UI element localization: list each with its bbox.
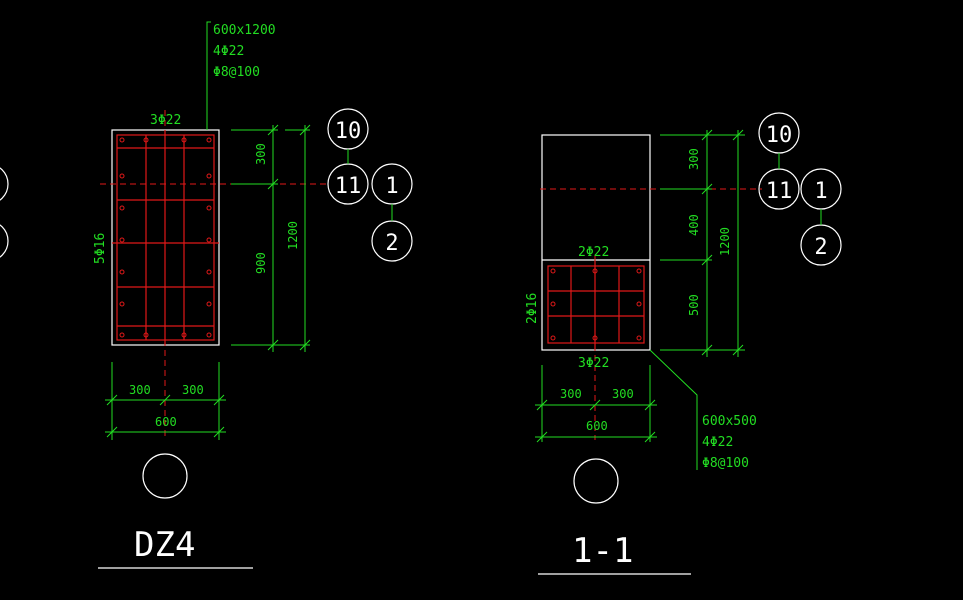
dim-top: 300 (687, 148, 701, 170)
side-bars-label: 2Φ16 (525, 293, 540, 324)
dim-width: 600 (155, 415, 177, 429)
top-bars-label: 2Φ22 (578, 245, 609, 260)
detail-title: 1-1 (572, 531, 633, 571)
left-detail: 600x1200 4Φ22 Φ8@100 3Φ22 5Φ16 300 900 1… (0, 21, 413, 569)
right-detail: 2Φ22 3Φ22 2Φ16 600x500 4Φ22 Φ8@100 300 4… (525, 112, 842, 575)
bottom-bars-label: 3Φ22 (578, 356, 609, 371)
main-bars-label: 4Φ22 (702, 435, 733, 450)
stirrups-label: Φ8@100 (702, 456, 749, 471)
axis-11: 11 (335, 174, 362, 199)
section-label: 600x1200 (213, 23, 276, 38)
axis-2: 2 (385, 231, 398, 256)
axis-bubbles (327, 108, 413, 262)
axis-2: 2 (814, 235, 827, 260)
detail-title: DZ4 (134, 525, 195, 565)
vertical-dimensions (660, 129, 745, 357)
axis-bubbles (758, 112, 842, 266)
rebar-dots (119, 137, 212, 338)
section-label: 600x500 (702, 414, 757, 429)
pile-circle (142, 453, 188, 499)
dim-total: 1200 (718, 227, 732, 256)
pile-circle (573, 458, 619, 504)
axis-11: 11 (766, 179, 793, 204)
section-leader (649, 349, 698, 470)
dim-bottom: 900 (254, 252, 268, 274)
main-bars-label: 4Φ22 (213, 44, 244, 59)
dim-top: 300 (254, 143, 268, 165)
horizontal-dimensions (535, 365, 657, 443)
side-bars-label: 5Φ16 (93, 233, 108, 264)
dim-bottom: 500 (687, 294, 701, 316)
column-outline (541, 134, 651, 351)
top-bars-label: 3Φ22 (150, 113, 181, 128)
vertical-dimensions (231, 124, 311, 352)
dim-total: 1200 (286, 221, 300, 250)
dim-width: 600 (586, 419, 608, 433)
partial-axis-bubble (0, 224, 9, 258)
horizontal-dimensions (105, 362, 226, 440)
axis-10: 10 (335, 119, 362, 144)
rebar-horizontals (548, 290, 644, 317)
axis-1: 1 (814, 179, 827, 204)
dim-right: 300 (612, 387, 634, 401)
section-leader (206, 21, 211, 130)
axis-10: 10 (766, 123, 793, 148)
dim-mid: 400 (687, 214, 701, 236)
dim-left: 300 (129, 383, 151, 397)
rebar-cage (547, 265, 645, 344)
stirrups-label: Φ8@100 (213, 65, 260, 80)
partial-axis-bubble (0, 167, 9, 201)
dim-right: 300 (182, 383, 204, 397)
rebar-dots (550, 268, 642, 341)
dim-left: 300 (560, 387, 582, 401)
axis-1: 1 (385, 174, 398, 199)
